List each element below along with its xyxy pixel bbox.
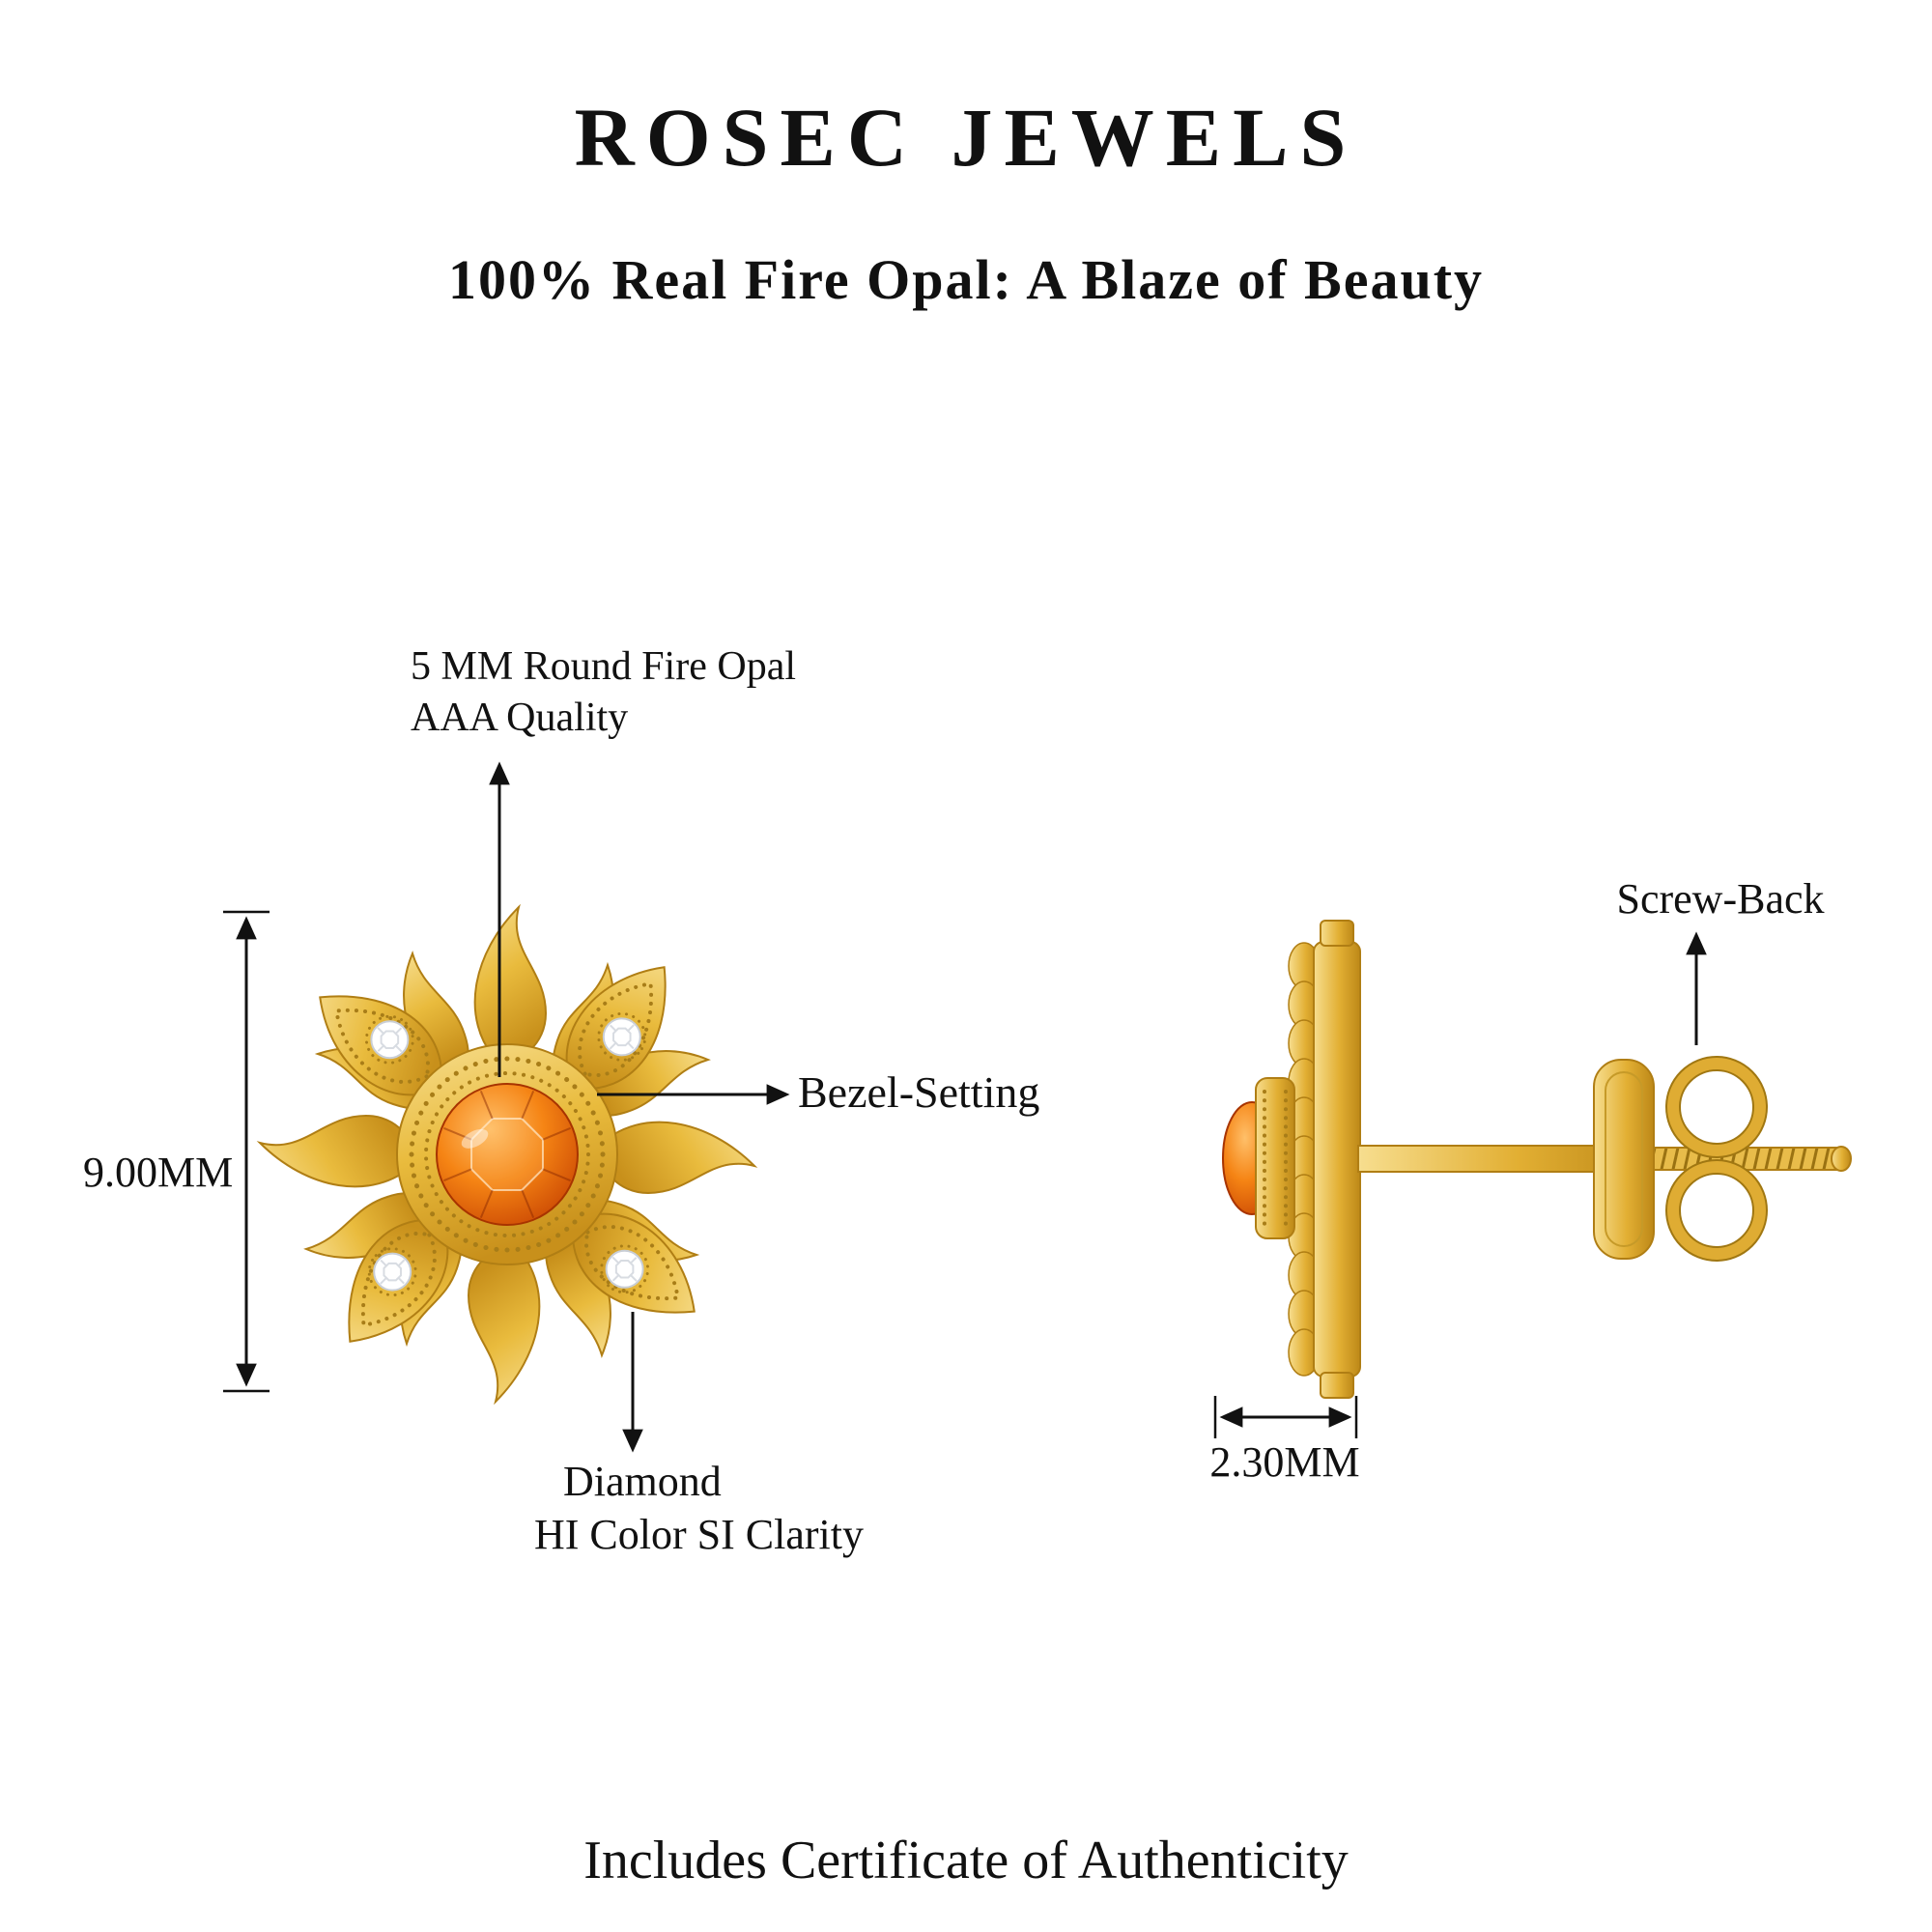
front-view-earring <box>259 906 755 1403</box>
back-plate-bottom-tab <box>1320 1372 1354 1399</box>
back-plate-top-tab <box>1320 920 1354 947</box>
certificate-note: Includes Certificate of Authenticity <box>583 1831 1349 1890</box>
diamond-callout-label: Diamond HI Color SI Clarity <box>534 1455 864 1562</box>
opal-callout-label: 5 MM Round Fire Opal AAA Quality <box>411 641 796 744</box>
gem-facets <box>443 1091 571 1218</box>
brand-title: ROSEC JEWELS <box>574 91 1358 184</box>
clutch-loop-top-inline <box>1679 1069 1754 1145</box>
opal-callout-line1: 5 MM Round Fire Opal <box>411 644 796 689</box>
diamond-callout-line2: HI Color SI Clarity <box>534 1511 864 1559</box>
product-tagline: 100% Real Fire Opal: A Blaze of Beauty <box>447 248 1485 311</box>
opal-callout-line2: AAA Quality <box>411 695 629 740</box>
annotation-lines <box>223 761 1707 1453</box>
clutch-loop-bottom-outline <box>1665 1159 1768 1262</box>
width-dimension-label: 2.30MM <box>1209 1438 1360 1486</box>
milgrain-outer <box>409 1056 606 1253</box>
fire-opal-gem <box>436 1083 579 1226</box>
screw-back-callout-label: Screw-Back <box>1616 875 1825 923</box>
clutch-loop-bottom-inline <box>1679 1173 1754 1248</box>
clutch-loop-top-outline <box>1665 1056 1768 1158</box>
clutch-plate-detail <box>1605 1071 1643 1247</box>
dimension-line-width <box>1213 1396 1358 1438</box>
threaded-post <box>1646 1147 1841 1171</box>
post-tip <box>1831 1146 1852 1172</box>
bezel-callout-label: Bezel-Setting <box>798 1067 1040 1117</box>
flower-profile-side <box>1288 942 1321 1377</box>
milgrain-inner <box>424 1071 590 1237</box>
dimension-line-height <box>223 910 270 1393</box>
side-view-earring <box>1222 920 1852 1399</box>
height-dimension-label: 9.00MM <box>83 1149 234 1196</box>
back-plate-side <box>1313 941 1361 1378</box>
clutch-loop-top <box>1666 1057 1767 1157</box>
diamond-callout-line1: Diamond <box>563 1458 722 1505</box>
clutch-plate <box>1593 1059 1655 1260</box>
clutch-loop-bottom <box>1666 1160 1767 1261</box>
bezel-side <box>1255 1077 1295 1239</box>
